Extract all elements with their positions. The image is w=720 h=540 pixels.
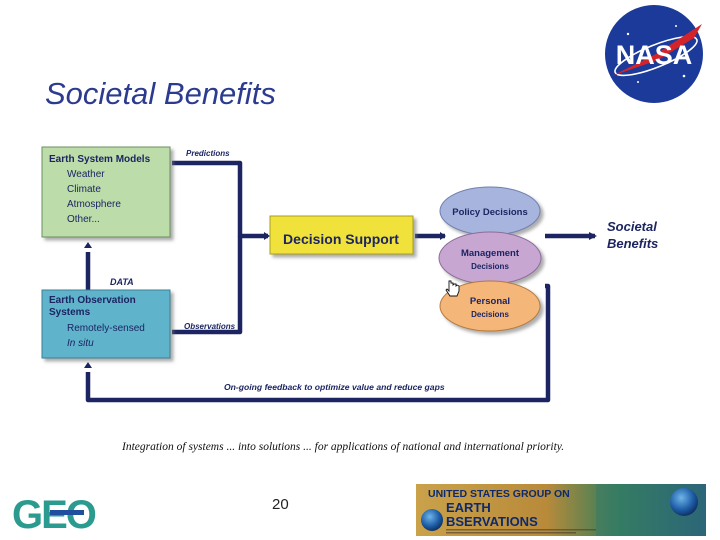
policy-decisions-ellipse: Policy Decisions [439, 186, 541, 236]
observations-connector [172, 236, 243, 335]
usgeo-line3: BSERVATIONS [446, 514, 538, 529]
earth-observation-systems-box: Earth Observation Systems Remotely-sense… [41, 289, 171, 359]
chevron-up-icon [84, 362, 92, 368]
societal-benefits-label-line2: Benefits [607, 236, 658, 251]
chevron-up-icon [84, 242, 92, 248]
geo-logo: GEO [12, 493, 98, 537]
data-label: DATA [110, 277, 134, 287]
nasa-logo-text: NASA [616, 40, 693, 70]
observation-box-title-line2: Systems [49, 307, 91, 318]
models-item-atmosphere: Atmosphere [67, 199, 121, 210]
models-item-weather: Weather [67, 169, 105, 180]
models-item-other: Other... [67, 214, 100, 225]
models-box-title: Earth System Models [49, 154, 151, 165]
usgeo-line1: UNITED STATES GROUP ON [428, 488, 570, 500]
observation-item-remotely-sensed: Remotely-sensed [67, 323, 145, 334]
management-decisions-label-line2: Decisions [471, 262, 509, 271]
management-decisions-ellipse: Management Decisions [438, 231, 542, 285]
personal-decisions-ellipse: Personal Decisions [439, 280, 541, 332]
models-item-climate: Climate [67, 184, 101, 195]
feedback-connector [85, 283, 551, 403]
earth-globe-icon [421, 509, 443, 531]
hand-pointer-icon [445, 280, 460, 297]
management-decisions-label-line1: Management [461, 248, 520, 259]
predictions-label: Predictions [186, 149, 230, 158]
usgeo-banner: UNITED STATES GROUP ON EARTH BSERVATIONS [416, 484, 706, 536]
societal-benefits-label-line1: Societal [607, 219, 657, 234]
observations-label: Observations [184, 322, 236, 331]
page-number: 20 [272, 496, 289, 513]
observation-item-in-situ: In situ [67, 338, 94, 349]
earth-globe-icon [670, 488, 698, 516]
decision-support-box: Decision Support [269, 215, 414, 255]
personal-decisions-label-line1: Personal [470, 296, 510, 307]
chevron-right-icon [264, 232, 270, 240]
slide-title: Societal Benefits [45, 76, 276, 111]
slide-caption: Integration of systems ... into solution… [122, 441, 565, 453]
policy-decisions-label: Policy Decisions [452, 207, 528, 218]
personal-decisions-label-line2: Decisions [471, 310, 509, 319]
predictions-connector [172, 160, 268, 239]
observation-box-title-line1: Earth Observation [49, 295, 136, 306]
usgeo-line2: EARTH [446, 500, 491, 515]
earth-system-models-box: Earth System Models Weather Climate Atmo… [41, 146, 171, 238]
chevron-right-icon [440, 232, 446, 240]
nasa-logo: NASA [605, 5, 703, 103]
decision-support-label: Decision Support [283, 231, 399, 247]
feedback-label: On-going feedback to optimize value and … [224, 382, 445, 392]
chevron-marks [84, 232, 446, 368]
